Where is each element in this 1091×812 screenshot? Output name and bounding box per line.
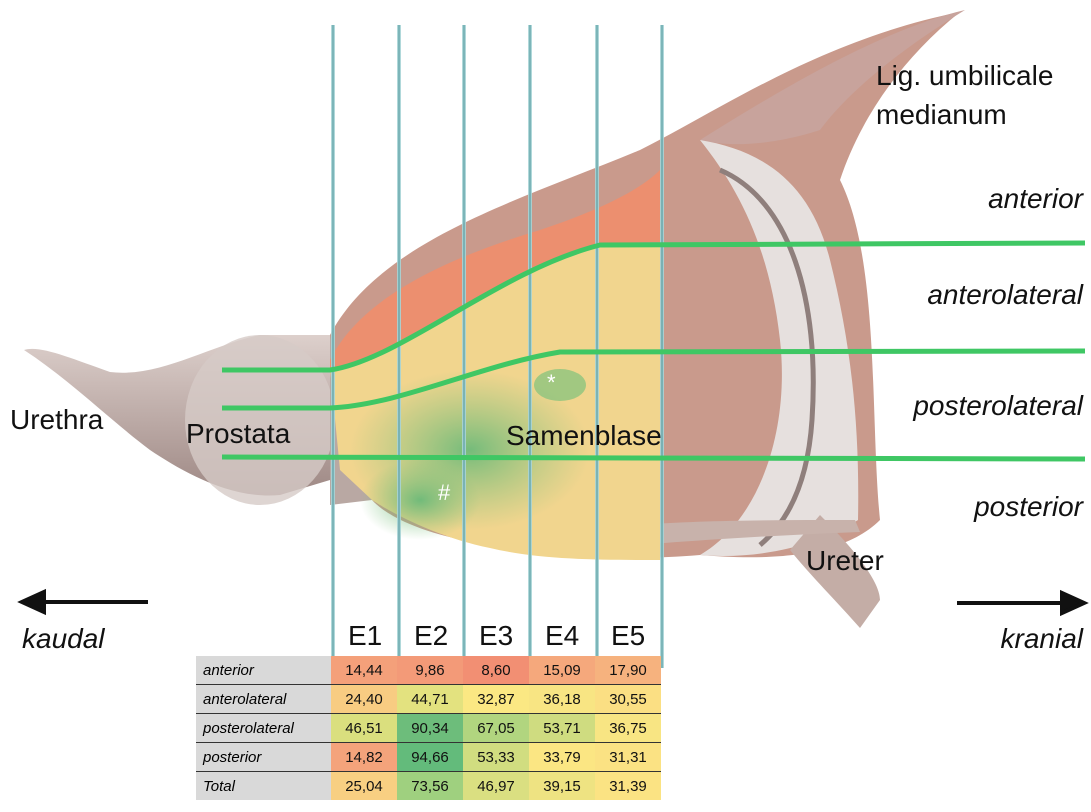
table-cell: 30,55 xyxy=(595,685,661,714)
table-cell: 39,15 xyxy=(529,772,595,801)
table-cell: 90,34 xyxy=(397,714,463,743)
medianum-label: medianum xyxy=(876,101,1007,129)
samenblase-label: Samenblase xyxy=(506,422,662,450)
row-label: posterior xyxy=(196,743,331,772)
table-cell: 24,40 xyxy=(331,685,397,714)
table-cell: 32,87 xyxy=(463,685,529,714)
table-cell: 15,09 xyxy=(529,656,595,685)
table-cell: 73,56 xyxy=(397,772,463,801)
row-label: anterior xyxy=(196,656,331,685)
table-cell: 25,04 xyxy=(331,772,397,801)
arrows xyxy=(22,592,1084,613)
kaudal-label: kaudal xyxy=(22,625,105,653)
table-cell: 53,33 xyxy=(463,743,529,772)
anterolateral-label: anterolateral xyxy=(927,281,1083,309)
row-label: Total xyxy=(196,772,331,801)
posterolateral-label: posterolateral xyxy=(913,392,1083,420)
ureter-label: Ureter xyxy=(806,547,884,575)
section-label-e1: E1 xyxy=(348,622,382,650)
table-cell: 17,90 xyxy=(595,656,661,685)
table-cell: 14,82 xyxy=(331,743,397,772)
table-cell: 8,60 xyxy=(463,656,529,685)
table-cell: 36,18 xyxy=(529,685,595,714)
table-cell: 36,75 xyxy=(595,714,661,743)
table-cell: 53,71 xyxy=(529,714,595,743)
table-cell: 67,05 xyxy=(463,714,529,743)
table-cell: 46,51 xyxy=(331,714,397,743)
section-label-e4: E4 xyxy=(545,622,579,650)
table-cell: 33,79 xyxy=(529,743,595,772)
section-label-e2: E2 xyxy=(414,622,448,650)
anterior-label: anterior xyxy=(988,185,1083,213)
section-label-e3: E3 xyxy=(479,622,513,650)
table-cell: 44,71 xyxy=(397,685,463,714)
hash-marker: # xyxy=(438,482,450,504)
table-cell: 14,44 xyxy=(331,656,397,685)
kranial-label: kranial xyxy=(1001,625,1083,653)
prostata-label: Prostata xyxy=(186,420,290,448)
urethra-label: Urethra xyxy=(10,406,103,434)
row-label: anterolateral xyxy=(196,685,331,714)
lig-umbilicale-label: Lig. umbilicale xyxy=(876,62,1053,90)
posterior-label: posterior xyxy=(974,493,1083,521)
table-cell: 94,66 xyxy=(397,743,463,772)
section-label-e5: E5 xyxy=(611,622,645,650)
star-marker: * xyxy=(547,372,556,394)
table-cell: 9,86 xyxy=(397,656,463,685)
table-cell: 31,39 xyxy=(595,772,661,801)
table-cell: 46,97 xyxy=(463,772,529,801)
row-label: posterolateral xyxy=(196,714,331,743)
table-cell: 31,31 xyxy=(595,743,661,772)
